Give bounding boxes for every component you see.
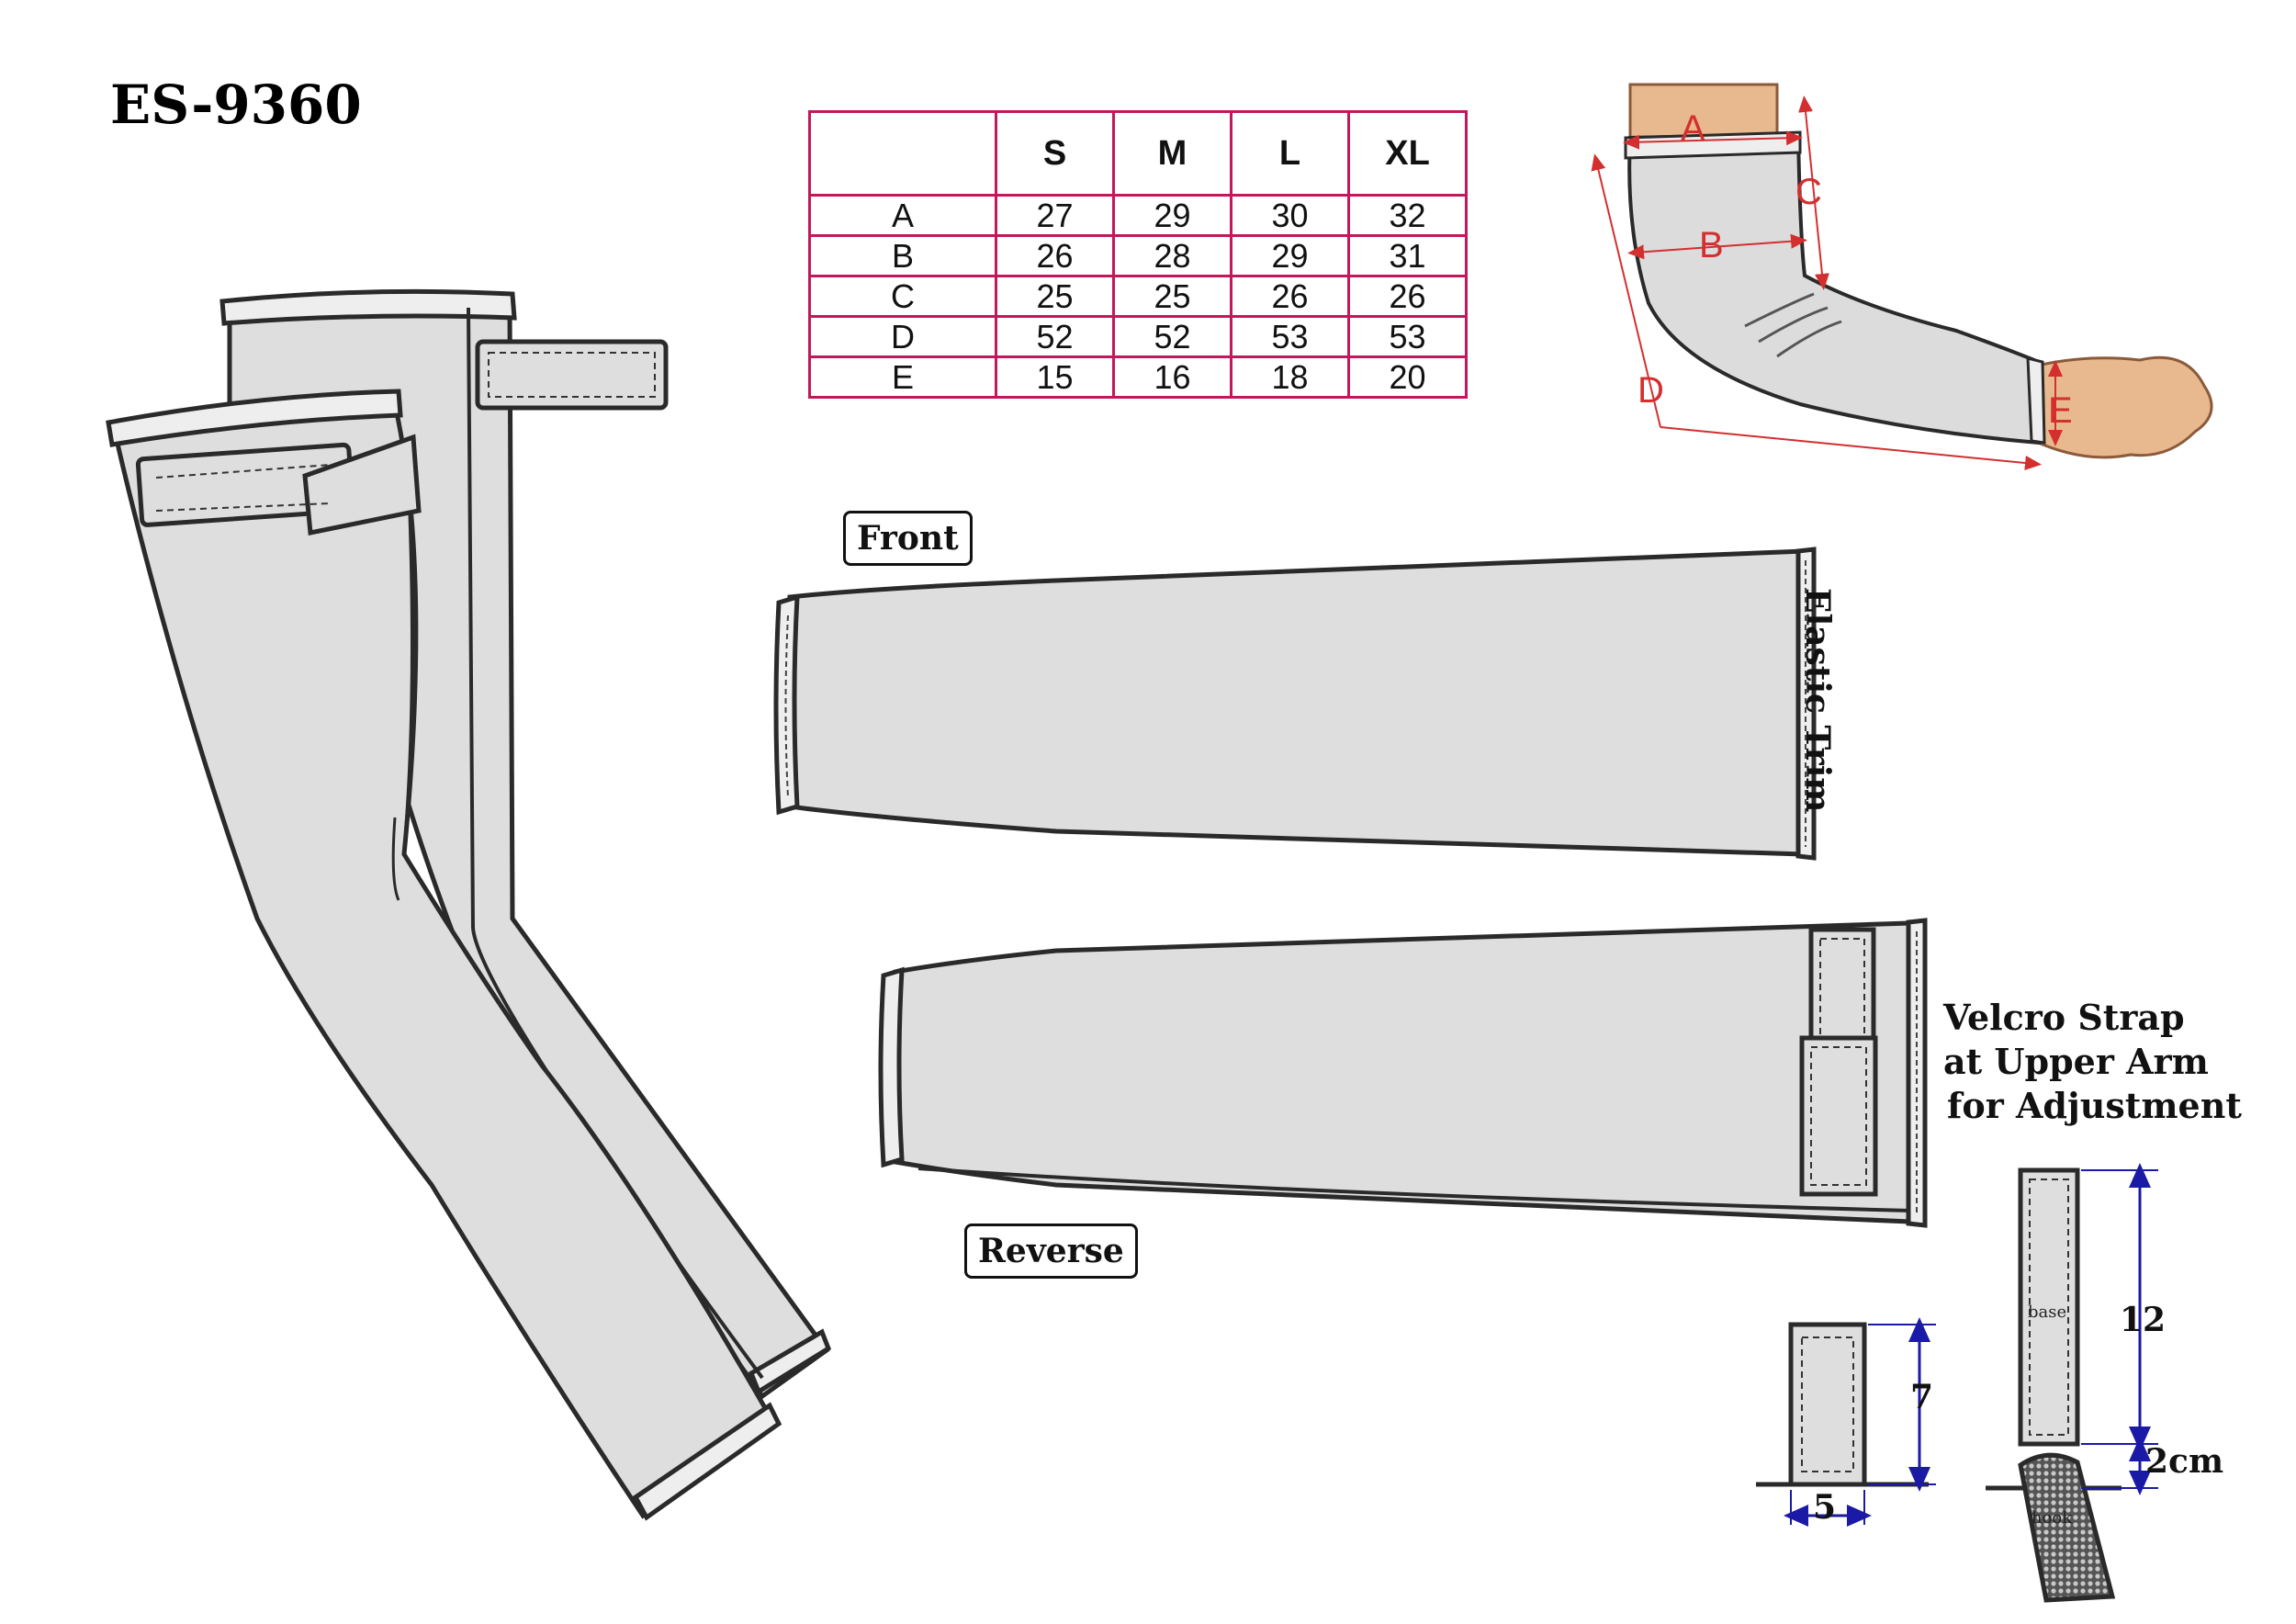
table-cell: 26	[1347, 275, 1468, 318]
size-header-xl: XL	[1347, 110, 1468, 197]
table-cell: 25	[1112, 275, 1232, 318]
measure-point-c: C	[1795, 172, 1822, 212]
table-cell: 16	[1112, 355, 1232, 399]
table-row: D 52 52 53 53	[808, 315, 1468, 358]
table-cell: 29	[1230, 234, 1350, 277]
size-header-s: S	[995, 110, 1115, 197]
table-cell: 53	[1230, 315, 1350, 358]
back-sleeve-cuff	[748, 1328, 832, 1395]
table-cell: 26	[1230, 275, 1350, 318]
arm-sleeve	[1627, 131, 2042, 445]
row-label: C	[808, 275, 997, 318]
front-flat-body	[787, 548, 1807, 857]
table-cell: 31	[1347, 234, 1468, 277]
short-strap-height-label: 7	[1910, 1378, 1934, 1416]
measure-point-d: D	[1638, 370, 1664, 411]
base-label: base	[2028, 1303, 2067, 1322]
table-cell: 52	[995, 315, 1115, 358]
table-cell: 20	[1347, 355, 1468, 399]
back-sleeve-elastic-top	[219, 288, 517, 326]
short-strap	[1788, 1322, 1867, 1487]
arm-measurement-diagram	[1591, 83, 2213, 470]
size-table-corner	[808, 110, 997, 197]
table-row: A 27 29 30 32	[808, 194, 1468, 237]
table-cell: 29	[1112, 194, 1232, 237]
measure-point-a: A	[1681, 108, 1705, 149]
elastic-trim-callout: Elastic Trim	[1798, 588, 1837, 813]
table-cell: 28	[1112, 234, 1232, 277]
front-sleeve-elastic-top	[106, 389, 403, 447]
table-row: E 15 16 18 20	[808, 355, 1468, 399]
measure-point-b: B	[1699, 225, 1724, 265]
front-flat-view	[773, 547, 1817, 861]
table-cell: 26	[995, 234, 1115, 277]
reverse-view-label: Reverse	[964, 1224, 1138, 1279]
hand	[2028, 355, 2213, 459]
row-label: E	[808, 355, 997, 399]
reverse-velcro-strap-tab	[1799, 1035, 1878, 1197]
short-strap-detail	[1756, 1317, 1936, 1527]
long-strap-detail	[1986, 1163, 2158, 1603]
table-row: B 26 28 29 31	[808, 234, 1468, 277]
size-header-m: M	[1112, 110, 1232, 197]
short-strap-width-label: 5	[1813, 1488, 1837, 1527]
front-view-label: Front	[843, 511, 973, 566]
table-cell: 53	[1347, 315, 1468, 358]
row-label: A	[808, 194, 997, 237]
hook-length-label: 2cm	[2145, 1442, 2224, 1481]
front-flat-left-trim	[773, 593, 800, 816]
reverse-flat-left-trim	[878, 966, 905, 1168]
velcro-callout-line-2: at Upper Arm	[1943, 1041, 2209, 1082]
long-strap-height-label: 12	[2120, 1301, 2167, 1339]
table-row: C 25 25 26 26	[808, 275, 1468, 318]
size-header-l: L	[1230, 110, 1350, 197]
front-velcro-strap-tab	[302, 434, 422, 536]
hook-label: hook	[2032, 1508, 2073, 1528]
table-cell: 27	[995, 194, 1115, 237]
table-cell: 30	[1230, 194, 1350, 237]
reverse-flat-view	[878, 918, 1928, 1228]
table-cell: 32	[1347, 194, 1468, 237]
velcro-callout-line-3: for Adjustment	[1947, 1085, 2242, 1126]
front-sleeve-cuff	[632, 1402, 782, 1521]
velcro-callout-line-1: Velcro Strap	[1943, 997, 2185, 1038]
row-label: B	[808, 234, 997, 277]
hook-strip	[2018, 1452, 2116, 1603]
measure-point-e: E	[2048, 390, 2073, 431]
size-table-header: S M L XL	[808, 110, 1468, 197]
table-cell: 18	[1230, 355, 1350, 399]
velcro-strap-callout: Velcro Strap at Upper Arm for Adjustment	[1943, 996, 2242, 1128]
size-table: S M L XL A 27 29 30 32 B 26 28 29 31 C 2…	[808, 110, 1468, 399]
row-label: D	[808, 315, 997, 358]
table-cell: 25	[995, 275, 1115, 318]
table-cell: 52	[1112, 315, 1232, 358]
table-cell: 15	[995, 355, 1115, 399]
style-code-title: ES-9360	[110, 73, 362, 136]
sleeve-pair-illustration	[106, 288, 832, 1521]
back-velcro-strap	[475, 339, 669, 411]
